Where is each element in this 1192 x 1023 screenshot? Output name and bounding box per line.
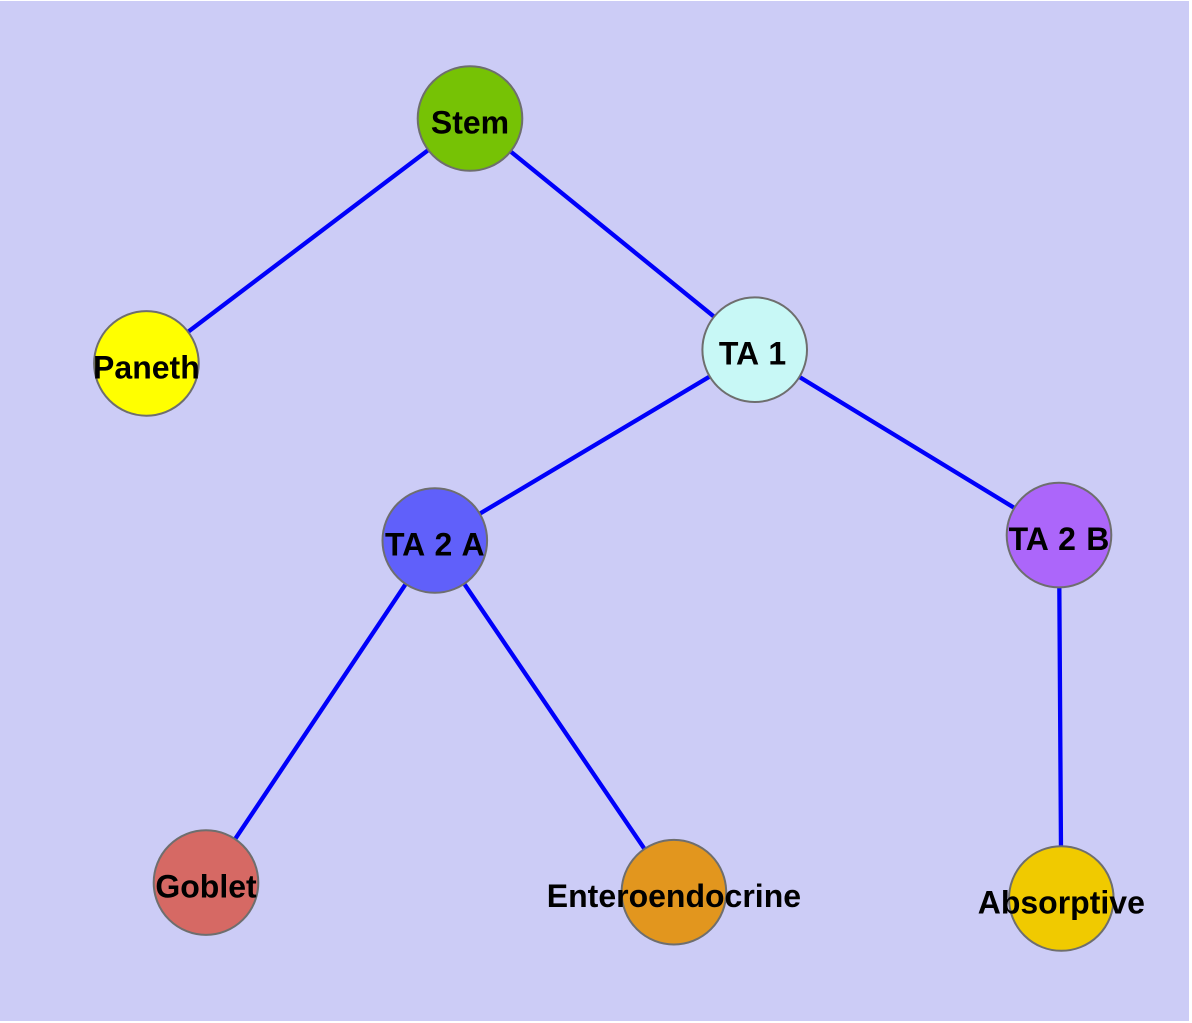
svg-text:Absorptive: Absorptive (978, 885, 1145, 921)
svg-text:TA 2 A: TA 2 A (385, 527, 485, 563)
svg-text:Stem: Stem (431, 105, 509, 141)
svg-text:TA 2 B: TA 2 B (1009, 521, 1110, 557)
svg-text:Goblet: Goblet (155, 869, 257, 905)
svg-text:Paneth: Paneth (93, 349, 200, 385)
svg-text:Enteroendocrine: Enteroendocrine (547, 878, 801, 914)
svg-text:TA 1: TA 1 (719, 336, 786, 372)
